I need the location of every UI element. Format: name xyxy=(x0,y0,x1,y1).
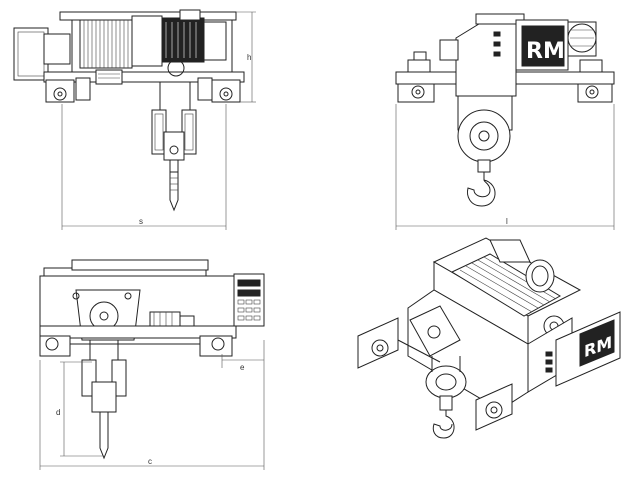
top-view xyxy=(39,259,265,470)
dim-label-e: e xyxy=(240,363,245,372)
svg-text:RM: RM xyxy=(526,39,565,64)
dim-label-d: d xyxy=(56,408,60,417)
perspective-view: RM xyxy=(357,237,621,439)
dim-label-l: l xyxy=(506,217,508,226)
dim-label-s: s xyxy=(139,217,143,226)
side-view xyxy=(13,9,256,230)
dim-label-c: c xyxy=(148,457,152,466)
end-view: RM xyxy=(395,13,615,230)
dim-label-h: h xyxy=(247,53,251,62)
